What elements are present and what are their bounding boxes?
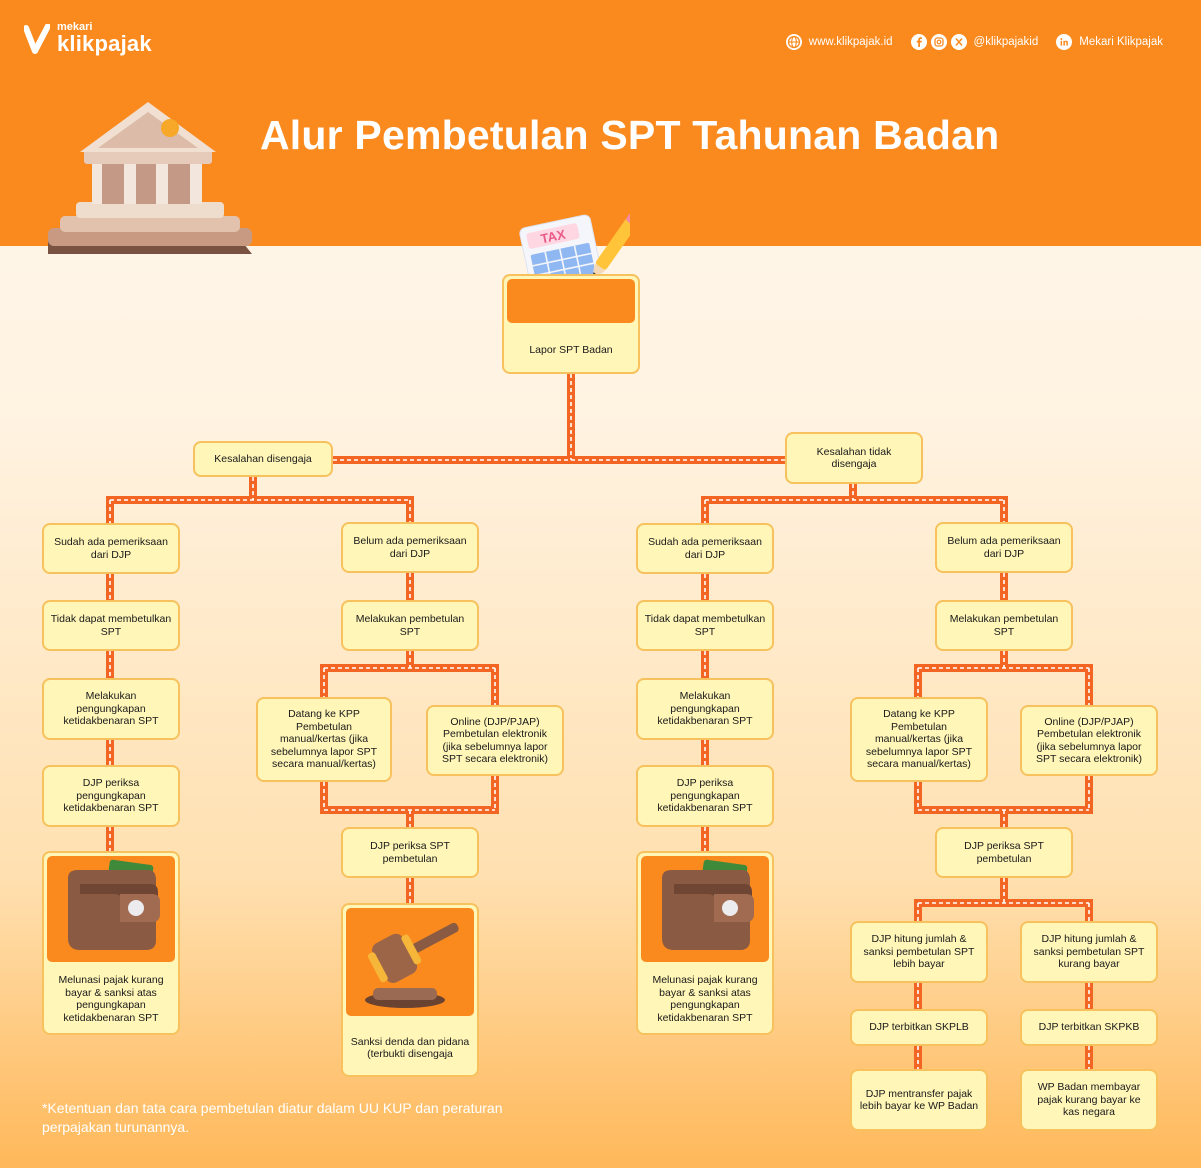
left-b1-not-audited: Belum ada pemeriksaan dari DJP (341, 522, 479, 573)
left-a3-disclosure: Melakukan pengungkapan ketidakbenaran SP… (42, 678, 180, 740)
right-a3-disclosure: Melakukan pengungkapan ketidakbenaran SP… (636, 678, 774, 740)
right-b9-issue-skpkb: DJP terbitkan SKPKB (1020, 1009, 1158, 1046)
right-b4-online-electronic: Online (DJP/PJAP) Pembetulan elektronik … (1020, 705, 1158, 776)
footnote: *Ketentuan dan tata cara pembetulan diat… (42, 1100, 503, 1135)
right-b11-pay-underpaid: WP Badan membayar pajak kurang bayar ke … (1020, 1069, 1158, 1131)
left-a1-already-audited: Sudah ada pemeriksaan dari DJP (42, 523, 180, 574)
left-b2-do-amendment: Melakukan pembetulan SPT (341, 600, 479, 651)
linkedin-link[interactable]: Mekari Klikpajak (1056, 34, 1163, 50)
right-b2-do-amendment: Melakukan pembetulan SPT (935, 600, 1073, 651)
root-step-label: Lapor SPT Badan (529, 343, 613, 356)
right-b1-not-audited: Belum ada pemeriksaan dari DJP (935, 522, 1073, 573)
left-b6-label: Sanksi denda dan pidana (terbukti diseng… (350, 1035, 470, 1061)
social-handle-label: @klikpajakid (973, 36, 1039, 48)
left-b6-sanction-card: Sanksi denda dan pidana (terbukti diseng… (341, 903, 479, 1077)
facebook-icon (910, 34, 927, 50)
right-b6-calc-overpaid: DJP hitung jumlah & sanksi pembetulan SP… (850, 921, 988, 983)
root-step-card: Lapor SPT Badan (502, 274, 640, 374)
left-a5-settlement-card: Melunasi pajak kurang bayar & sanksi ata… (42, 851, 180, 1035)
checkmark-logo-icon (24, 23, 50, 54)
globe-icon (785, 34, 802, 50)
left-a2-cannot-amend: Tidak dapat membetulkan SPT (42, 600, 180, 651)
linkedin-icon (1056, 34, 1073, 50)
brand-sub: mekari (57, 21, 93, 33)
right-a1-already-audited: Sudah ada pemeriksaan dari DJP (636, 523, 774, 574)
right-b10-refund: DJP mentransfer pajak lebih bayar ke WP … (850, 1069, 988, 1131)
x-icon (950, 34, 967, 50)
wallet-icon (662, 859, 754, 950)
left-b5-djp-check-amendment: DJP periksa SPT pembetulan (341, 827, 479, 878)
instagram-icon (930, 34, 947, 50)
tax-sheet-label: TAX (539, 226, 567, 246)
right-a4-djp-check-disclosure: DJP periksa pengungkapan ketidakbenaran … (636, 765, 774, 827)
social-links: www.klikpajak.id @klikpajakid Mekari Kli… (768, 34, 1163, 50)
brand-name: klikpajak (57, 31, 152, 56)
linkedin-label: Mekari Klikpajak (1079, 36, 1163, 48)
page-title: Alur Pembetulan SPT Tahunan Badan (260, 112, 1000, 158)
left-a5-image-panel (47, 856, 175, 962)
branch-intentional-error: Kesalahan disengaja (193, 441, 333, 477)
website-link[interactable]: www.klikpajak.id (785, 34, 893, 50)
right-b8-issue-skplb: DJP terbitkan SKPLB (850, 1009, 988, 1046)
bank-building-icon (48, 102, 252, 254)
left-a5-label: Melunasi pajak kurang bayar & sanksi ata… (58, 974, 164, 1024)
right-a2-cannot-amend: Tidak dapat membetulkan SPT (636, 600, 774, 651)
left-b6-image-panel (346, 908, 474, 1016)
left-b4-online-electronic: Online (DJP/PJAP) Pembetulan elektronik … (426, 705, 564, 776)
right-a5-label: Melunasi pajak kurang bayar & sanksi ata… (652, 974, 758, 1024)
wallet-icon (68, 859, 160, 950)
root-header-strip (507, 279, 635, 323)
right-a5-image-panel (641, 856, 769, 962)
left-a4-djp-check-disclosure: DJP periksa pengungkapan ketidakbenaran … (42, 765, 180, 827)
right-a5-settlement-card: Melunasi pajak kurang bayar & sanksi ata… (636, 851, 774, 1035)
gavel-icon (365, 922, 459, 1008)
branch-unintentional-error: Kesalahan tidak disengaja (785, 432, 923, 484)
right-b7-calc-underpaid: DJP hitung jumlah & sanksi pembetulan SP… (1020, 921, 1158, 983)
social-handle-link[interactable]: @klikpajakid (910, 34, 1039, 50)
right-b3-manual-kpp: Datang ke KPP Pembetulan manual/kertas (… (850, 697, 988, 782)
website-label: www.klikpajak.id (808, 36, 893, 48)
brand-logo[interactable]: mekari klikpajak (24, 22, 152, 55)
right-b5-djp-check-amendment: DJP periksa SPT pembetulan (935, 827, 1073, 878)
left-b3-manual-kpp: Datang ke KPP Pembetulan manual/kertas (… (256, 697, 392, 782)
